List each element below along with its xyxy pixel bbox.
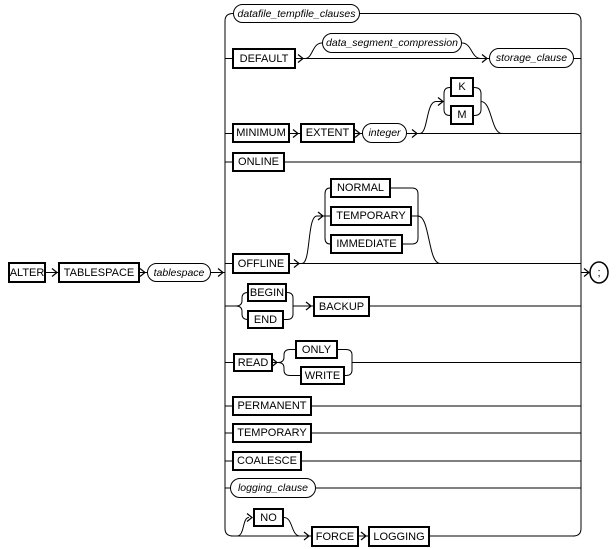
- param-data-segment-compression: data_segment_compression: [322, 33, 462, 53]
- keyword-m: M: [450, 105, 474, 125]
- arrow-icon: [292, 129, 299, 138]
- param-storage-clause: storage_clause: [489, 48, 574, 68]
- arrow-icon: [360, 531, 367, 541]
- arrow-icon: [297, 54, 304, 63]
- keyword-no: NO: [253, 508, 284, 527]
- terminator-circle: [589, 261, 609, 284]
- arrow-icon: [217, 268, 224, 277]
- arrow-icon: [354, 129, 361, 138]
- param-datafile-tempfile-clauses: datafile_tempfile_clauses: [233, 4, 360, 23]
- arrow-icon: [246, 513, 253, 522]
- left-rail: [224, 13, 234, 537]
- arrow-icon: [583, 268, 590, 277]
- no-bypass: [236, 517, 301, 537]
- arrow-icon: [305, 301, 312, 311]
- keyword-extent: EXTENT: [300, 123, 355, 143]
- arrow-icon: [317, 211, 324, 221]
- keyword-normal: NORMAL: [330, 178, 391, 198]
- keyword-minimum: MINIMUM: [232, 123, 290, 143]
- param-logging-clause: logging_clause: [230, 478, 316, 498]
- keyword-begin: BEGIN: [247, 283, 287, 302]
- terminator-semicolon: ;: [597, 266, 601, 279]
- arrow-icon: [411, 129, 418, 138]
- km-entry: [419, 101, 444, 134]
- param-tablespace: tablespace: [147, 263, 211, 282]
- offline-opt-entry: [301, 215, 325, 264]
- right-rail: [572, 13, 582, 537]
- keyword-coalesce: COALESCE: [232, 451, 302, 471]
- km-right-bracket: [473, 87, 482, 116]
- km-exit: [480, 101, 503, 134]
- keyword-tablespace: TABLESPACE: [58, 262, 140, 283]
- keyword-read: READ: [233, 353, 273, 372]
- arrow-icon: [303, 531, 310, 541]
- offline-left-bracket: [324, 187, 331, 245]
- keyword-backup: BACKUP: [313, 296, 370, 317]
- beginend-split: [235, 292, 249, 320]
- keyword-online: ONLINE: [232, 152, 285, 172]
- keyword-offline: OFFLINE: [232, 253, 290, 274]
- keyword-end: END: [247, 310, 284, 329]
- arrow-icon: [271, 358, 278, 367]
- onlywrite-split: [277, 349, 300, 376]
- keyword-only: ONLY: [295, 340, 338, 359]
- keyword-logging: LOGGING: [368, 526, 430, 547]
- keyword-write: WRITE: [300, 366, 345, 385]
- arrowheads: [51, 54, 590, 541]
- keyword-default: DEFAULT: [232, 48, 296, 69]
- arrow-icon: [481, 54, 488, 63]
- keyword-permanent: PERMANENT: [232, 396, 312, 416]
- km-left-bracket: [443, 87, 451, 116]
- arrow-icon: [437, 97, 444, 106]
- compression-bypass: [304, 42, 482, 59]
- offline-opt-exit: [417, 215, 441, 264]
- keyword-temporary-offline: TEMPORARY: [330, 206, 412, 226]
- keyword-force: FORCE: [311, 526, 359, 547]
- keyword-immediate: IMMEDIATE: [330, 234, 403, 254]
- keyword-alter: ALTER: [8, 262, 46, 283]
- keyword-temporary: TEMPORARY: [232, 423, 312, 443]
- param-integer: integer: [362, 123, 407, 143]
- arrow-icon: [51, 268, 58, 277]
- beginend-merge: [284, 292, 294, 320]
- arrow-icon: [139, 268, 146, 277]
- arrow-icon: [293, 259, 300, 268]
- keyword-k: K: [450, 77, 474, 97]
